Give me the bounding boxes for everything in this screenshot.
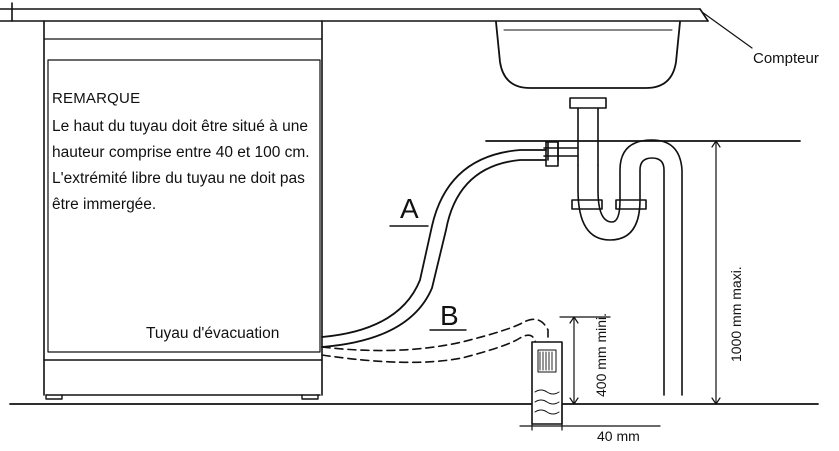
counter-leader-line [701, 11, 753, 49]
note-line-1: Le haut du tuyau doit être situé à une h… [52, 118, 310, 161]
hose-b [321, 318, 549, 364]
sink-bowl [495, 21, 681, 89]
dishwasher [43, 20, 323, 400]
note-box: REMARQUE Le haut du tuyau doit être situ… [52, 86, 314, 218]
hose-a-label: A [400, 193, 419, 224]
standpipe [531, 341, 563, 425]
dim-400-line [559, 316, 611, 405]
counter-label: Compteur [753, 50, 819, 67]
note-heading: REMARQUE [52, 90, 141, 107]
dim-40-line [519, 403, 661, 431]
hose-a [321, 149, 547, 348]
note-line-2: L'extrémité libre du tuyau ne doit pas ê… [52, 170, 305, 213]
drain-hose-label: Tuyau d'évacuation [146, 325, 280, 342]
countertop [0, 2, 709, 22]
dim-1000-label: 1000 mm maxi. [728, 266, 744, 362]
dim-400-label: 400 mm mini. [593, 312, 609, 397]
dim-40-label: 40 mm [597, 428, 640, 444]
hose-b-label: B [440, 300, 459, 331]
sink-siphon [543, 97, 683, 396]
dim-1000-line [711, 140, 721, 405]
